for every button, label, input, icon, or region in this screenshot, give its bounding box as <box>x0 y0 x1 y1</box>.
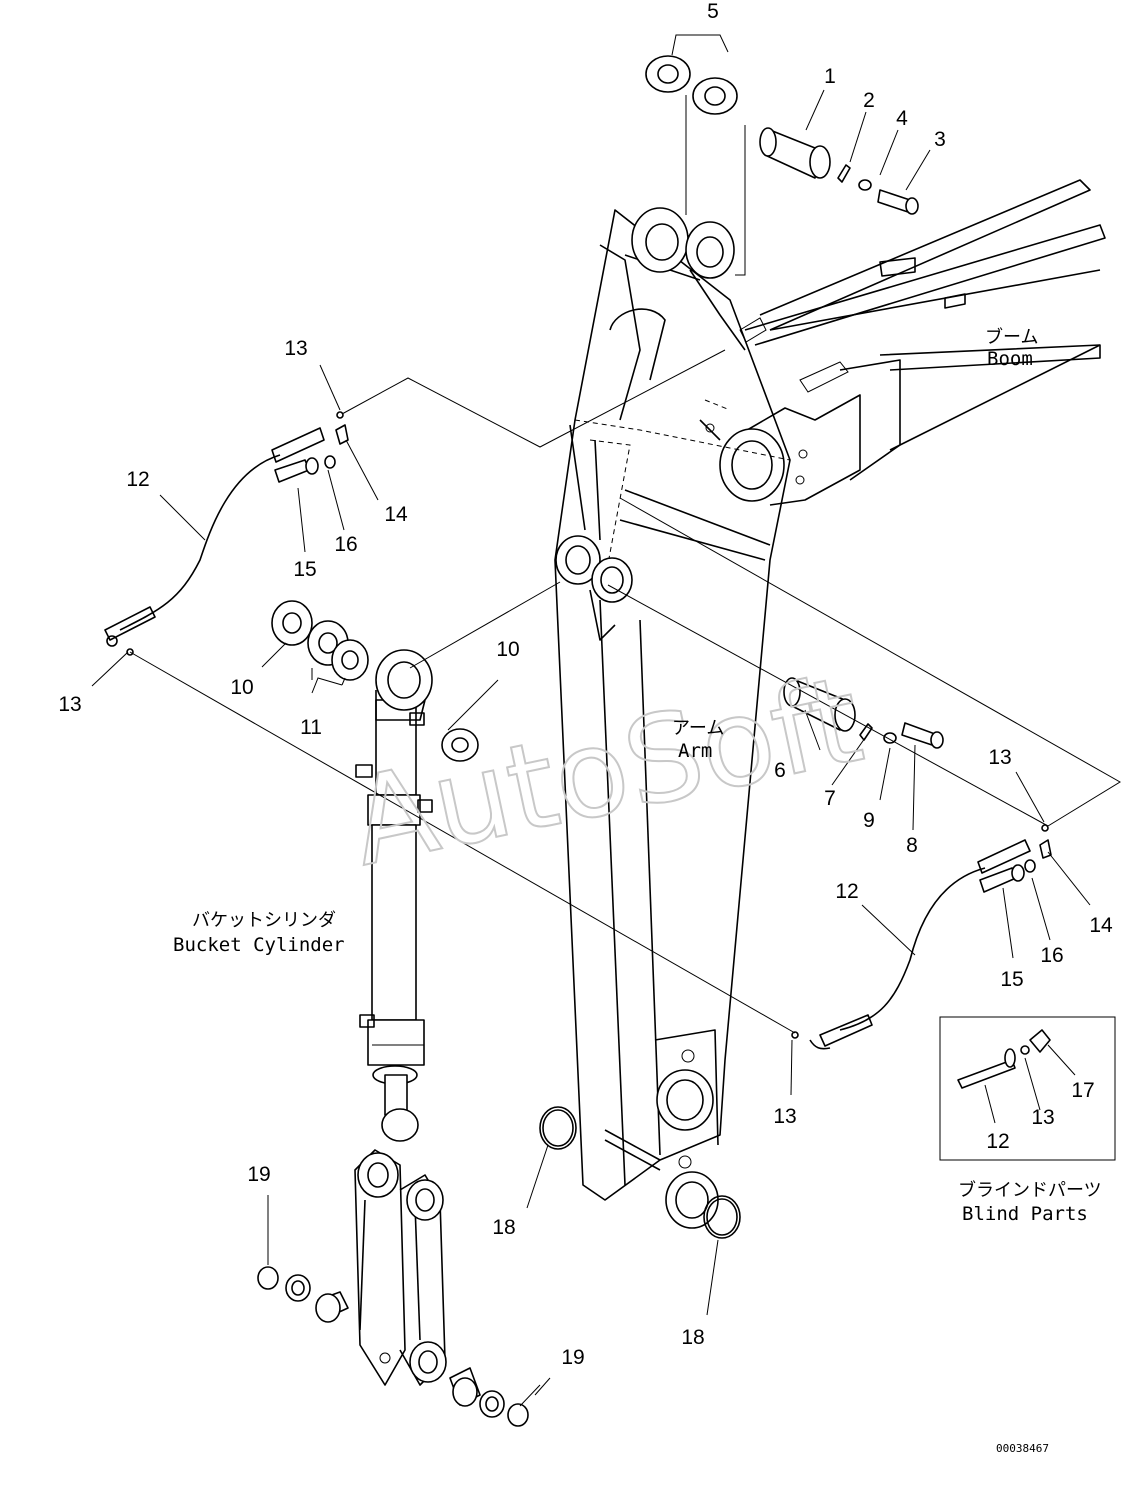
boom-label-en: Boom <box>987 348 1033 370</box>
callout-15-left: 15 <box>293 558 316 581</box>
o-ring <box>703 1195 741 1239</box>
callout-8: 8 <box>906 834 918 857</box>
callout-12-right: 12 <box>835 880 858 903</box>
dust-seal <box>285 1274 311 1302</box>
seal <box>257 1266 279 1290</box>
bolt <box>901 722 936 746</box>
boom-body <box>699 179 1106 506</box>
arm-body <box>554 207 791 1229</box>
callout-10-left: 10 <box>230 676 253 699</box>
callout-1: 1 <box>824 65 836 88</box>
callout-14-left: 14 <box>384 503 408 526</box>
shim <box>331 639 369 681</box>
callout-18-right: 18 <box>681 1326 704 1349</box>
callout-19-right: 19 <box>561 1346 584 1369</box>
leader-lines <box>91 34 1121 1407</box>
callout-10-right: 10 <box>496 638 519 661</box>
bucket-cylinder-label-jp: バケットシリンダ <box>192 910 336 931</box>
grease-hose-left <box>104 411 349 656</box>
blind-parts-label-en: Blind Parts <box>962 1203 1088 1225</box>
dust-seal <box>479 1390 505 1418</box>
callout-3: 3 <box>934 128 946 151</box>
callout-4: 4 <box>896 107 908 130</box>
callout-numbers: 5 1 2 4 3 13 12 14 16 15 10 10 13 11 6 7… <box>58 0 1113 1369</box>
callout-16-right: 16 <box>1040 944 1063 967</box>
component-labels: ブーム Boom アーム Arm バケットシリンダ Bucket Cylinde… <box>173 326 1102 1455</box>
callout-13-top-left: 13 <box>284 337 307 360</box>
bucket-cylinder <box>355 649 433 1142</box>
bucket-cylinder-label-en: Bucket Cylinder <box>173 934 345 956</box>
callout-13-blind: 13 <box>1031 1106 1054 1129</box>
callout-15-right: 15 <box>1000 968 1023 991</box>
washer <box>883 732 897 744</box>
callout-6: 6 <box>774 759 786 782</box>
callout-19-left: 19 <box>247 1163 270 1186</box>
callout-12-blind: 12 <box>986 1130 1009 1153</box>
o-ring <box>539 1106 577 1150</box>
seal <box>507 1403 529 1427</box>
lock-plate <box>859 723 873 741</box>
callout-9: 9 <box>863 809 875 832</box>
callout-13-bottom: 13 <box>773 1105 796 1128</box>
boom-arm-pin <box>759 127 831 179</box>
callout-11: 11 <box>300 716 322 739</box>
callout-5: 5 <box>707 0 719 23</box>
callout-7: 7 <box>824 787 836 810</box>
arm-label-en: Arm <box>678 740 712 762</box>
callout-17: 17 <box>1071 1079 1094 1102</box>
callout-2: 2 <box>863 89 875 112</box>
drawing-code: 00038467 <box>996 1442 1049 1455</box>
boom-label-jp: ブーム <box>985 326 1038 348</box>
shim-pair <box>645 55 738 115</box>
callout-13-right: 13 <box>988 746 1011 769</box>
callout-18-left: 18 <box>492 1216 515 1239</box>
blind-parts-label-jp: ブラインドパーツ <box>958 1179 1102 1201</box>
blind-washer <box>1020 1045 1030 1055</box>
callout-12-left: 12 <box>126 468 149 491</box>
callout-13-left: 13 <box>58 693 81 716</box>
washer <box>858 179 872 191</box>
bucket-links <box>354 1149 447 1386</box>
blind-bolt <box>957 1059 1016 1089</box>
bolt <box>877 189 911 213</box>
lock-plate <box>837 164 851 183</box>
arm-label-jp: アーム <box>672 718 724 739</box>
callout-16-left: 16 <box>334 533 357 556</box>
callout-14-right: 14 <box>1089 914 1113 937</box>
blind-parts-box <box>939 1016 1116 1161</box>
shim <box>271 600 313 646</box>
grease-hose-right <box>791 824 1052 1050</box>
blind-nut <box>1029 1029 1051 1053</box>
shim <box>441 728 479 762</box>
